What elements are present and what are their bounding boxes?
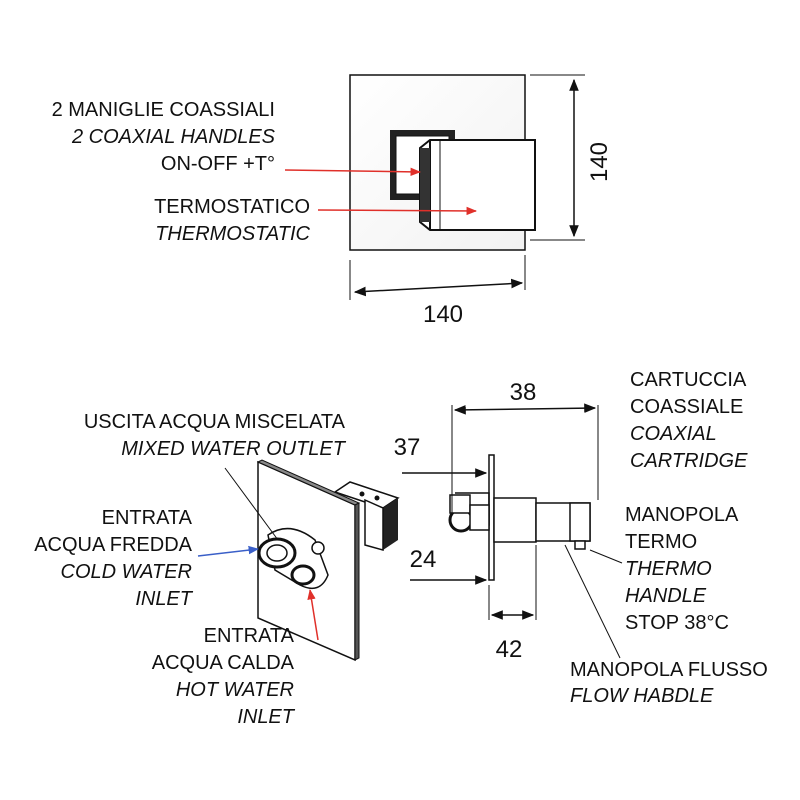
label-thermostatic-it: TERMOSTATICO: [154, 196, 310, 218]
label-cartridge-4: CARTRIDGE: [630, 450, 748, 472]
leader-thermo: [589, 549, 623, 564]
label-onoff: ON-OFF +T°: [161, 153, 275, 175]
label-flow-1: MANOPOLA FLUSSO: [570, 659, 768, 681]
iso-hot-ring: [290, 564, 316, 586]
leader-flow: [564, 544, 621, 659]
dim-width-line: [353, 278, 524, 297]
label-hot-3: HOT WATER: [176, 679, 294, 701]
isometric-view: USCITA ACQUA MISCELATA MIXED WATER OUTLE…: [34, 411, 400, 728]
label-cartridge-1: CARTUCCIA: [630, 369, 747, 391]
side-thermo-handle: [493, 497, 537, 543]
arrow-hot: [307, 588, 319, 641]
dim-37-value: 37: [394, 434, 421, 461]
label-thermo-3: THERMO: [625, 558, 712, 580]
label-cold-1: ENTRATA: [102, 507, 193, 529]
label-thermostatic-en: THERMOSTATIC: [155, 223, 310, 245]
dim-24-value: 24: [410, 546, 437, 573]
label-hot-2: ACQUA CALDA: [152, 652, 295, 674]
dim-38-line: [453, 403, 597, 415]
front-view: 140 140 2 MANIGLIE COASSIALI 2 COAXIAL H…: [52, 74, 613, 328]
label-flow-2: FLOW HABDLE: [570, 685, 714, 707]
side-view: 38 37 24 42 CARTUCCIA COASSIALE COAXIAL …: [394, 369, 768, 707]
arrow-thermostatic: [317, 206, 478, 216]
leader-outlet: [224, 467, 279, 541]
label-cold-3: COLD WATER: [61, 561, 193, 583]
arrow-cold: [197, 545, 260, 557]
label-cold-2: ACQUA FREDDA: [34, 534, 192, 556]
label-cartridge-3: COAXIAL: [630, 423, 717, 445]
label-outlet-it: USCITA ACQUA MISCELATA: [84, 411, 346, 433]
dim-height-value: 140: [586, 142, 613, 182]
label-cartridge-2: COASSIALE: [630, 396, 743, 418]
label-coaxial-it: 2 MANIGLIE COASSIALI: [52, 99, 275, 121]
label-hot-4: INLET: [237, 706, 295, 728]
label-thermo-1: MANOPOLA: [625, 504, 739, 526]
label-thermo-4: HANDLE: [625, 585, 707, 607]
label-cold-4: INLET: [135, 588, 193, 610]
label-hot-1: ENTRATA: [204, 625, 295, 647]
label-thermo-2: TERMO: [625, 531, 697, 553]
label-coaxial-en: 2 COAXIAL HANDLES: [71, 126, 276, 148]
handle-front-cube: [419, 139, 536, 231]
dim-42-value: 42: [496, 636, 523, 663]
dim-38-value: 38: [510, 379, 537, 406]
dim-width-value: 140: [423, 301, 463, 328]
label-outlet-en: MIXED WATER OUTLET: [121, 438, 347, 460]
arrow-coaxial: [284, 167, 422, 177]
label-thermo-5: STOP 38°C: [625, 612, 729, 634]
